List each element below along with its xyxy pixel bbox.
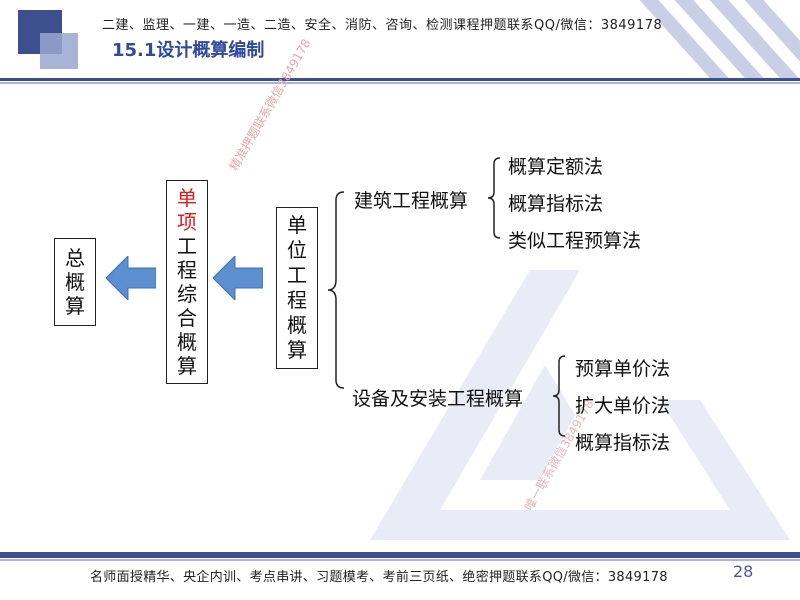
header-line [0,78,800,81]
unit-char: 工 [287,263,307,287]
single-item-char: 程 [177,258,197,282]
unit-project-estimate-box: 单 位 工 程 概 算 [276,207,318,369]
single-item-char: 综 [177,282,197,306]
single-item-char: 概 [177,330,197,354]
single-item-char: 合 [177,306,197,330]
equipment-method-item: 扩大单价法 [575,395,671,417]
footer-band-light [0,559,800,561]
main-bracket [327,191,345,389]
header-stripes [639,0,800,80]
header-square-light [40,33,78,69]
unit-char: 单 [287,213,307,237]
building-method-item: 概算定额法 [508,156,604,178]
left-arrow-2 [213,256,263,300]
unit-char: 算 [287,338,307,362]
left-arrow-1 [106,256,156,300]
total-char: 算 [65,294,85,318]
single-item-char-red: 单 [177,186,197,210]
building-bracket [487,157,501,239]
contact-banner: 二建、监理、一建、一造、二造、安全、消防、咨询、检测课程押题联系QQ/微信：38… [102,18,663,33]
equipment-method-item: 预算单价法 [575,358,671,380]
header-line-light [0,82,800,84]
single-item-estimate-box: 单 项 工 程 综 合 概 算 [166,180,208,384]
footer-contact-text: 名师面授精华、央企内训、考点串讲、习题模考、考前三页纸、绝密押题联系QQ/微信：… [90,570,668,585]
footer-band [0,552,800,558]
page-number: 28 [733,562,754,581]
equipment-estimate-label: 设备及安装工程概算 [352,388,524,410]
single-item-char: 工 [177,234,197,258]
total-char: 总 [65,246,85,270]
equipment-method-item: 概算指标法 [575,432,671,454]
single-item-char: 算 [177,354,197,378]
building-method-item: 类似工程预算法 [508,230,642,252]
equipment-bracket [552,355,566,437]
building-method-item: 概算指标法 [508,193,604,215]
total-char: 概 [65,270,85,294]
total-estimate-box: 总 概 算 [54,238,96,326]
watermark-triangle [370,270,790,540]
unit-char: 程 [287,288,307,312]
building-estimate-label: 建筑工程概算 [354,190,469,212]
single-item-char-red: 项 [177,210,197,234]
page-title: 15.1设计概算编制 [112,40,265,61]
unit-char: 位 [287,238,307,262]
unit-char: 概 [287,313,307,337]
